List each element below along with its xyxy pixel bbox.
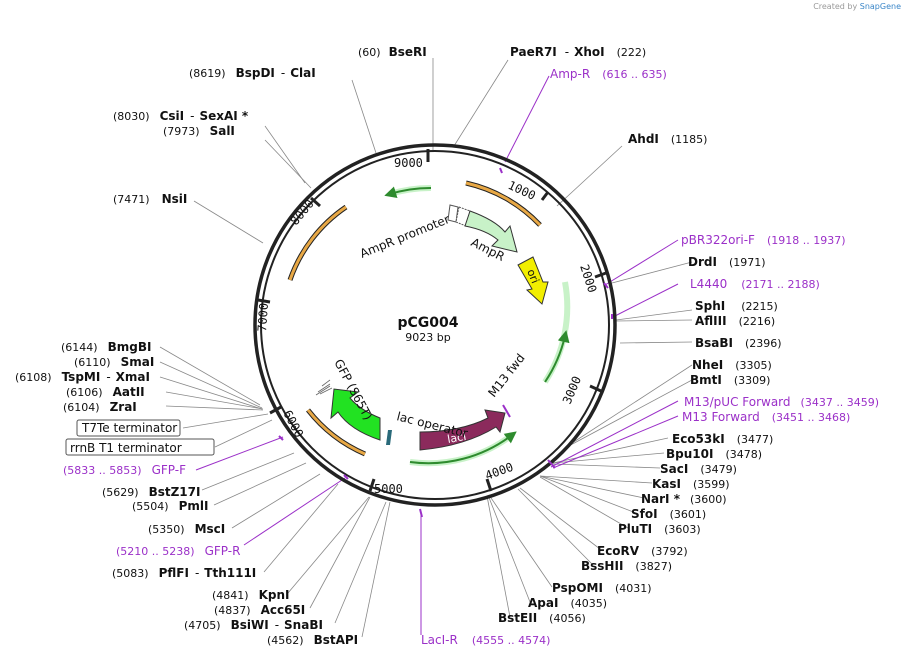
t7te-terminator-label: T7Te terminator <box>81 421 177 435</box>
rrnb-terminator-label: rrnB T1 terminator <box>70 441 182 455</box>
orf-arcs-fill <box>288 181 542 456</box>
site-label-paer7i: PaeR7I-XhoI(222) <box>510 45 646 59</box>
plasmid-name: pCG004 <box>397 315 458 331</box>
site-label-bstapi: (4562)BstAPI <box>267 633 358 647</box>
site-label-zrai: (6104)ZraI <box>63 400 137 414</box>
site-labels: (60)BseRI PaeR7I-XhoI(222) Amp-R(616 .. … <box>15 45 879 647</box>
site-label-pbr322: pBR322ori-F(1918 .. 1937) <box>681 233 846 247</box>
site-label-afliii: AflIII(2216) <box>695 314 775 328</box>
ruler-label-9000: 9000 <box>394 156 423 170</box>
site-label-pflfi: (5083)PflFI-Tth111I <box>112 566 256 580</box>
ori-feature-arrow <box>517 256 549 305</box>
site-label-nsii: (7471)NsiI <box>113 192 187 206</box>
feature-label-ori: ori <box>524 267 541 285</box>
feature-label-laci: lacI <box>446 430 467 446</box>
site-label-kpni: (4841)KpnI <box>212 588 289 602</box>
site-label-pluti: PluTI(3603) <box>618 522 701 536</box>
site-label-apai: ApaI(4035) <box>528 596 607 610</box>
site-label-drdi: DrdI(1971) <box>688 255 766 269</box>
small-arrows <box>384 186 570 465</box>
site-label-csii: (8030)CsiI-SexAI * <box>113 109 249 123</box>
backbone-inner <box>260 150 610 500</box>
primer-ticks <box>278 167 613 518</box>
site-label-tspmi: (6108)TspMI-XmaI <box>15 370 150 384</box>
m13-fwd-mark <box>502 404 511 418</box>
site-label-bsiwi: (4705)BsiWI-SnaBI <box>184 618 323 632</box>
site-label-sphi: SphI(2215) <box>695 299 778 313</box>
site-label-sali: (7973)SalI <box>163 124 235 138</box>
site-label-smai: (6110)SmaI <box>74 355 154 369</box>
site-label-bstz17i: (5629)BstZ17I <box>102 485 200 499</box>
ruler-label-4000: 4000 <box>483 460 515 483</box>
site-label-gfp-f: (5833 .. 5853)GFP-F <box>63 463 186 477</box>
small-arrow-top <box>384 186 432 198</box>
feature-label-m13-fwd: M13 fwd <box>485 351 527 400</box>
site-label-bspdi: (8619)BspDI-ClaI <box>189 66 316 80</box>
ampr-feature-arrow <box>464 210 518 253</box>
site-label-ahdi: AhdI(1185) <box>628 132 707 146</box>
lac-operator-block <box>386 430 392 445</box>
site-label-bmgbi: (6144)BmgBI <box>61 340 151 354</box>
ruler-label-5000: 5000 <box>374 482 403 496</box>
site-label-gfp-r: (5210 .. 5238)GFP-R <box>116 544 240 558</box>
laci-feature-arrow <box>419 409 506 451</box>
leader-lines <box>159 58 693 638</box>
ruler-label-7000: 7000 <box>255 302 271 332</box>
site-label-ecorv: EcoRV(3792) <box>597 544 688 558</box>
site-label-bmti: BmtI(3309) <box>690 373 770 387</box>
plasmid-size: 9023 bp <box>405 331 450 344</box>
site-label-bpu10i: Bpu10I(3478) <box>666 447 762 461</box>
orf-arc-8000 <box>288 205 347 281</box>
site-label-kasi: KasI(3599) <box>652 477 730 491</box>
site-label-ampr-primer: Amp-R(616 .. 635) <box>550 67 667 81</box>
site-label-m13puc: M13/pUC Forward(3437 .. 3459) <box>684 395 879 409</box>
ruler-ticks <box>257 149 607 492</box>
terminator-glyphs <box>315 379 333 396</box>
ruler-label-2000: 2000 <box>577 263 599 295</box>
primer-leader-lines <box>195 75 679 635</box>
site-label-aatii: (6106)AatII <box>66 385 145 399</box>
site-label-pmli: (5504)PmlI <box>132 499 208 513</box>
site-label-msci: (5350)MscI <box>148 522 225 536</box>
small-arrow-bottom <box>409 431 517 465</box>
site-label-nhei: NheI(3305) <box>692 358 772 372</box>
ruler-label-3000: 3000 <box>560 374 584 406</box>
site-label-laci-r: LacI-R(4555 .. 4574) <box>421 633 550 647</box>
orf-arc-gfp <box>306 409 366 456</box>
feature-label-ampr-promoter: AmpR promoter <box>358 212 452 261</box>
site-label-m13f: M13 Forward(3451 .. 3468) <box>682 410 850 424</box>
small-arrow-right <box>544 330 570 383</box>
site-label-bseri: (60)BseRI <box>358 45 427 59</box>
created-by-text: Created by <box>813 2 858 11</box>
site-label-bsteii: BstEII(4056) <box>498 611 586 625</box>
site-label-saci: SacI(3479) <box>660 462 737 476</box>
site-label-bsabi: BsaBI(2396) <box>695 336 782 350</box>
site-label-sfoi: SfoI(3601) <box>631 507 706 521</box>
rrnb-terminator-box <box>65 438 215 456</box>
site-label-nari: NarI *(3600) <box>641 492 727 506</box>
site-label-acc65i: (4837)Acc65I <box>214 603 305 617</box>
site-label-bsshii: BssHII(3827) <box>581 559 672 573</box>
orf-arc-ampr <box>465 181 542 227</box>
site-label-pspomi: PspOMI(4031) <box>552 581 652 595</box>
gfp-feature-arrow <box>330 388 381 441</box>
created-by-credit: Created by SnapGene <box>813 2 901 11</box>
site-label-l4440: L4440(2171 .. 2188) <box>690 277 820 291</box>
terminator-boxes: T7Te terminator rrnB T1 terminator <box>65 419 215 456</box>
backbone-outer <box>253 143 617 507</box>
site-label-eco53ki: Eco53kI(3477) <box>672 432 773 446</box>
t7te-terminator-box <box>76 419 181 437</box>
snapgene-logo: SnapGene <box>859 2 901 11</box>
